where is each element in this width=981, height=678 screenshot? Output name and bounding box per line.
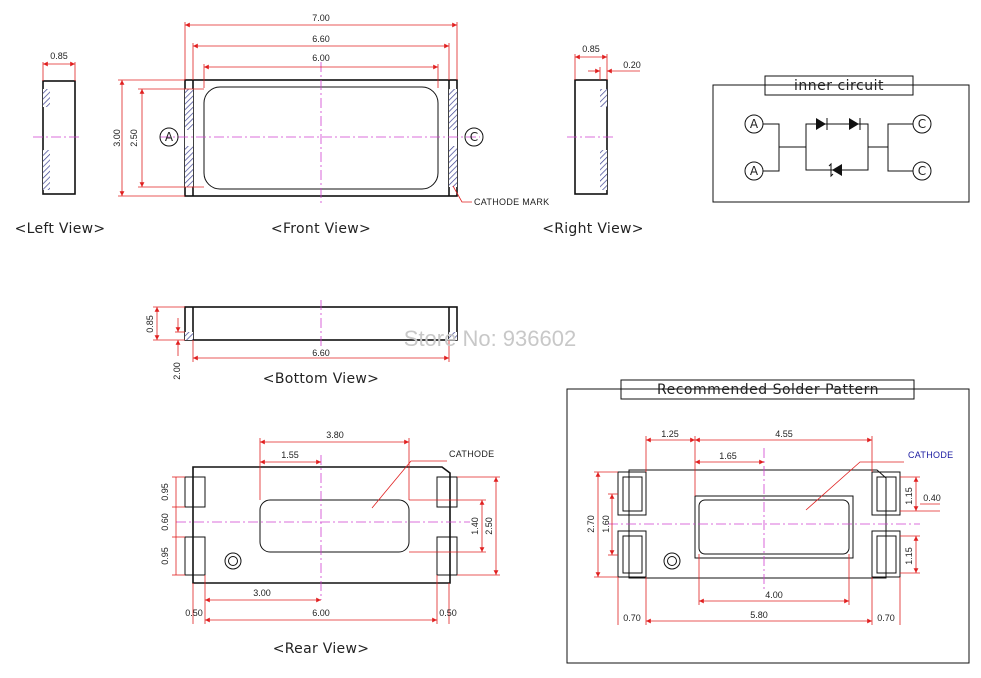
svg-text:A: A — [750, 164, 759, 178]
svg-text:C: C — [918, 164, 926, 178]
zener-diode-icon — [828, 162, 842, 178]
bottom-thickness-dim: 2.00 — [172, 362, 182, 380]
rear-view: 3.80 1.55 CATHODE 3.00 6.00 0.50 0.50 0.… — [160, 430, 500, 657]
rear-dim-0-60: 0.60 — [160, 513, 170, 531]
rear-view-caption: <Rear View> — [273, 641, 369, 657]
rear-dim-6-00: 6.00 — [312, 608, 330, 618]
front-width-6: 6.00 — [312, 53, 330, 63]
rear-dim-0-95-bottom: 0.95 — [160, 547, 170, 565]
rear-lead-top-left — [184, 476, 206, 508]
solder-pad-frame-tr — [871, 471, 901, 516]
solder-title: Recommended Solder Pattern — [657, 382, 879, 398]
left-lead-bottom — [43, 150, 50, 190]
bottom-view-caption: <Bottom View> — [263, 371, 379, 387]
rear-dim-0-50-left: 0.50 — [185, 608, 203, 618]
solder-pattern: Recommended Solder Pattern 1.25 4.55 1.6… — [566, 379, 970, 664]
solder-pad-bl — [622, 535, 643, 574]
solder-dim-1-15-top: 1.15 — [904, 487, 914, 505]
left-width-dim: 0.85 — [50, 51, 68, 61]
solder-frame — [566, 388, 970, 664]
cathode-symbol-icon — [464, 127, 484, 147]
rear-dim-3-80: 3.80 — [326, 430, 344, 440]
rear-view-body — [192, 466, 451, 584]
solder-dim-1-15-bottom: 1.15 — [904, 547, 914, 565]
led-diode-icon — [849, 118, 861, 130]
front-height-2-5: 2.50 — [129, 129, 139, 147]
bottom-height-dim: 0.85 — [145, 315, 155, 333]
inner-circuit-frame — [712, 84, 970, 203]
rear-dim-3-00: 3.00 — [253, 588, 271, 598]
right-view: 0.85 0.20 <Right View> — [542, 44, 644, 237]
solder-pad-frame-br — [871, 530, 901, 578]
svg-text:A: A — [750, 117, 759, 131]
cathode-mark-label: CATHODE MARK — [474, 197, 549, 207]
rear-dim-0-50-right: 0.50 — [439, 608, 457, 618]
front-height-3: 3.00 — [112, 129, 122, 147]
solder-thermal-pad — [698, 499, 850, 555]
svg-text:C: C — [918, 117, 926, 131]
anode-symbol-icon — [159, 127, 179, 147]
front-pin-c: C — [470, 130, 478, 144]
front-width-6-60: 6.60 — [312, 34, 330, 44]
inner-circuit-title: inner circuit — [794, 78, 884, 94]
rear-thermal-pad — [259, 499, 410, 553]
left-view: 0.85 <Left View> — [15, 51, 106, 237]
front-view-caption: <Front View> — [271, 221, 371, 237]
solder-dim-0-70-left: 0.70 — [623, 613, 641, 623]
right-width-dim: 0.85 — [582, 44, 600, 54]
solder-dim-1-65: 1.65 — [719, 451, 737, 461]
store-watermark: Store No: 936602 — [404, 326, 576, 351]
inner-circuit: inner circuit A A C C — [712, 75, 970, 203]
rear-lead-top-right — [436, 476, 458, 508]
front-width-7: 7.00 — [312, 13, 330, 23]
solder-pad-br — [876, 535, 897, 574]
solder-cathode-label: CATHODE — [908, 450, 953, 460]
solder-dim-4-00: 4.00 — [765, 590, 783, 600]
bottom-lead-left — [185, 332, 193, 340]
rear-dim-1-55: 1.55 — [281, 450, 299, 460]
solder-pad-tr — [876, 476, 897, 512]
solder-outline — [628, 469, 887, 579]
left-lead-top — [43, 89, 50, 107]
solder-dim-1-25: 1.25 — [661, 429, 679, 439]
solder-dim-2-70: 2.70 — [586, 515, 596, 533]
left-view-caption: <Left View> — [15, 221, 106, 237]
solder-pad-tl — [622, 476, 643, 512]
right-thickness-dim: 0.20 — [623, 60, 641, 70]
solder-dim-0-70-right: 0.70 — [877, 613, 895, 623]
circuit-block — [805, 123, 869, 171]
right-view-caption: <Right View> — [542, 221, 644, 237]
solder-polarity-hole — [663, 552, 681, 570]
solder-dim-1-60: 1.60 — [601, 515, 611, 533]
solder-dim-0-40: 0.40 — [923, 493, 941, 503]
rear-lead-bottom-right — [436, 536, 458, 576]
solder-dim-4-55: 4.55 — [775, 429, 793, 439]
bottom-lead-right — [449, 332, 457, 340]
rear-dim-1-40: 1.40 — [470, 517, 480, 535]
solder-dim-5-80: 5.80 — [750, 610, 768, 620]
left-view-body — [42, 80, 76, 195]
rear-cathode-label: CATHODE — [449, 449, 494, 459]
bottom-view: 0.85 2.00 6.60 <Bottom View> — [145, 300, 458, 387]
right-lead-bottom — [600, 150, 607, 190]
rear-polarity-hole — [224, 552, 242, 570]
led-diode-icon — [816, 118, 828, 130]
solder-pad-frame-tl — [617, 471, 647, 516]
front-view: A C 7.00 6.60 6.00 3.00 2.50 CATHODE MAR… — [112, 13, 549, 237]
right-lead-top — [600, 89, 607, 107]
rear-dim-2-50: 2.50 — [484, 517, 494, 535]
rear-dim-0-95-top: 0.95 — [160, 483, 170, 501]
bottom-width-dim: 6.60 — [312, 348, 330, 358]
front-pin-a: A — [165, 130, 174, 144]
solder-pad-frame-bl — [617, 530, 647, 578]
rear-lead-bottom-left — [184, 536, 206, 576]
